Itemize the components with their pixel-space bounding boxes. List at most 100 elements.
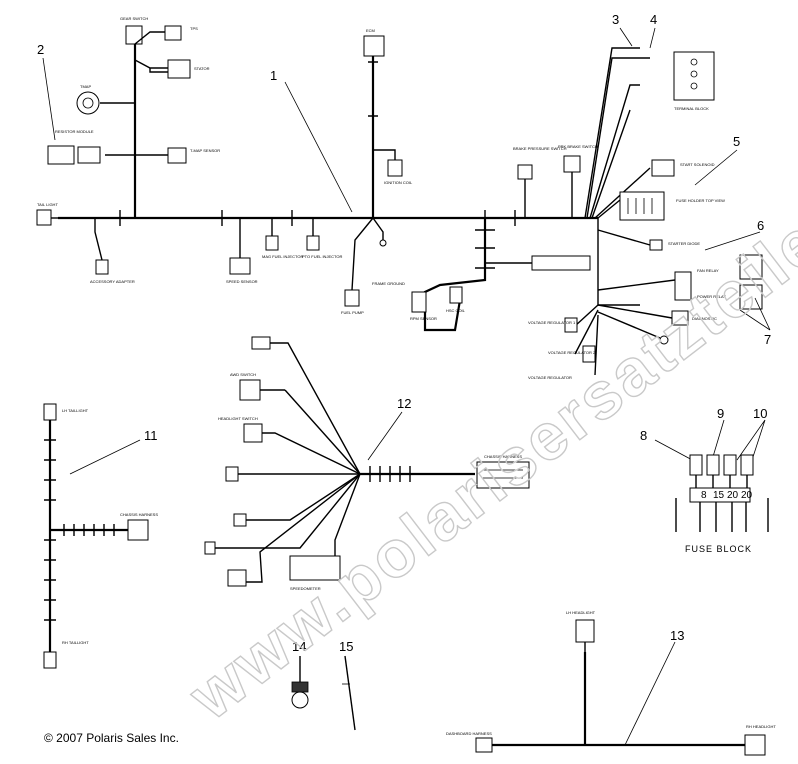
callout-11: 11 [144, 428, 158, 443]
callout-numbers: 1 2 3 4 5 6 7 8 9 10 11 12 13 14 15 [37, 12, 771, 654]
label-voltage-regulator-1: VOLTAGE REGULATOR 1 [528, 320, 576, 325]
diagnostic-connector [671, 310, 689, 326]
label-voltage-regulator-3: VOLTAGE REGULATOR [528, 375, 572, 380]
label-mag-fuel-injector: MAG FUEL INJECTOR [262, 254, 303, 259]
t-map-sensor-connector [167, 147, 187, 164]
callout-leaders [42, 27, 771, 746]
callout-15: 15 [339, 639, 353, 654]
main-harness [36, 25, 763, 376]
label-tmap: TMAP [80, 84, 91, 89]
lh-headlight-connector [575, 619, 595, 643]
fan-relay [739, 254, 763, 280]
label-frame-ground: FRAME GROUND [372, 281, 405, 286]
fuse-20-a [723, 454, 737, 476]
fuse-block-body [689, 487, 751, 503]
ignition-coil-connector [387, 159, 403, 177]
fuse-label-2: 20 [727, 490, 739, 501]
speedometer-connector [289, 555, 341, 581]
callout-9: 9 [717, 406, 724, 421]
fuse-15 [706, 454, 720, 476]
label-chassis-harness-11: CHASSIS HARNESS [120, 512, 158, 517]
label-headlight-switch: HEADLIGHT SWITCH [218, 416, 258, 421]
fan-relay-connector [674, 271, 692, 301]
stator-connector [167, 59, 191, 79]
cable-tie-15 [342, 655, 356, 731]
copyright-text: © 2007 Polaris Sales Inc. [44, 731, 179, 745]
callout-7: 7 [764, 332, 771, 347]
callout-1: 1 [270, 68, 277, 83]
tail-harness-11 [43, 403, 149, 669]
label-gear-switch: GEAR SWITCH [120, 16, 148, 21]
label-stator: STATOR [194, 66, 210, 71]
accessory-adapter-connector [95, 259, 109, 275]
rh-headlight-connector [744, 734, 766, 756]
label-pto-fuel-injector: PTO FUEL INJECTOR [302, 254, 342, 259]
brake-pressure-switch [517, 164, 533, 180]
handlebar-connector [225, 466, 239, 482]
resistor-module-connector [47, 145, 75, 165]
label-rh-headlight: RH HEADLIGHT [746, 724, 776, 729]
callout-2: 2 [37, 42, 44, 57]
label-fan-relay: FAN RELAY [697, 268, 719, 273]
label-park-brake-switch: PRK BRAKE SWITCH [558, 144, 598, 149]
label-tps: TPS [190, 26, 198, 31]
label-power-relay: POWER RELAY [697, 294, 726, 299]
tmap-sensor [76, 91, 100, 115]
label-tail-light: TAIL LIGHT [37, 202, 58, 207]
brake-switch-connector [251, 336, 271, 350]
tps-connector [164, 25, 182, 41]
label-rpm-sensor: RPM SENSOR [410, 316, 437, 321]
callout-3: 3 [612, 12, 619, 27]
label-ignition-coil: IGNITION COIL [384, 180, 413, 185]
lh-taillight-connector [43, 403, 57, 421]
callout-8: 8 [640, 428, 647, 443]
fuse-holder [619, 191, 665, 221]
label-hsc-coil: HSC COIL [446, 308, 466, 313]
power-relay [739, 284, 763, 310]
cable-clamp-14 [291, 656, 309, 709]
chassis-harness-plug [531, 255, 591, 271]
mag-fuel-injector-connector [265, 235, 279, 251]
label-lh-taillight: LH TAILLIGHT [62, 408, 89, 413]
label-voltage-regulator-2: VOLTAGE REGULATOR 2 [548, 350, 596, 355]
fuse-label-3: 20 [741, 490, 753, 501]
fuse-label-0: 8 [701, 490, 707, 501]
label-ecm: ECM [366, 28, 375, 33]
label-chassis-harness: CHASSIS HARNESS [484, 454, 522, 459]
label-lh-headlight: LH HEADLIGHT [566, 610, 596, 615]
label-terminal-block: TERMINAL BLOCK [674, 106, 709, 111]
park-brake-switch [563, 155, 581, 173]
label-accessory-adapter: ACCESSORY ADAPTER [90, 279, 135, 284]
callout-13: 13 [670, 628, 684, 643]
callout-14: 14 [292, 639, 306, 654]
label-rh-taillight: RH TAILLIGHT [62, 640, 89, 645]
label-starter-diode: STARTER DIODE [668, 241, 700, 246]
tail-light-connector [36, 209, 52, 226]
awd-switch-connector [239, 379, 261, 401]
ecm-connector [363, 35, 385, 57]
chassis-harness-12 [204, 336, 530, 587]
terminal-block [673, 51, 715, 101]
start-solenoid-connector [651, 159, 675, 177]
label-diagnostic: DIAGNOSTIC [692, 316, 717, 321]
callout-12: 12 [397, 396, 411, 411]
fuse-label-1: 15 [713, 490, 725, 501]
fuel-pump-connector [344, 289, 360, 307]
bank-fuse [659, 335, 669, 345]
label-resistor-module: RESISTOR MODULE [55, 129, 94, 134]
callout-5: 5 [733, 134, 740, 149]
starter-diode [649, 239, 663, 251]
label-fuel-pump: FUEL PUMP [341, 310, 364, 315]
callout-6: 6 [757, 218, 764, 233]
frame-ground-terminal [379, 239, 387, 247]
fuse-block: 8 15 20 20 FUSE BLOCK [675, 454, 769, 554]
label-brake-pressure-switch: BRAKE PRESSURE SWITCH [513, 146, 567, 151]
rh-taillight-connector [43, 651, 57, 669]
fuse-block-label: FUSE BLOCK [685, 544, 752, 554]
speed-sensor-connector [229, 257, 251, 275]
component-labels: GEAR SWITCH TPS STATOR TMAP RESISTOR MOD… [37, 16, 776, 736]
label-speed-sensor: SPEED SENSOR [226, 279, 258, 284]
label-speedometer: SPEEDOMETER [290, 586, 321, 591]
fuse-20-b [740, 454, 754, 476]
